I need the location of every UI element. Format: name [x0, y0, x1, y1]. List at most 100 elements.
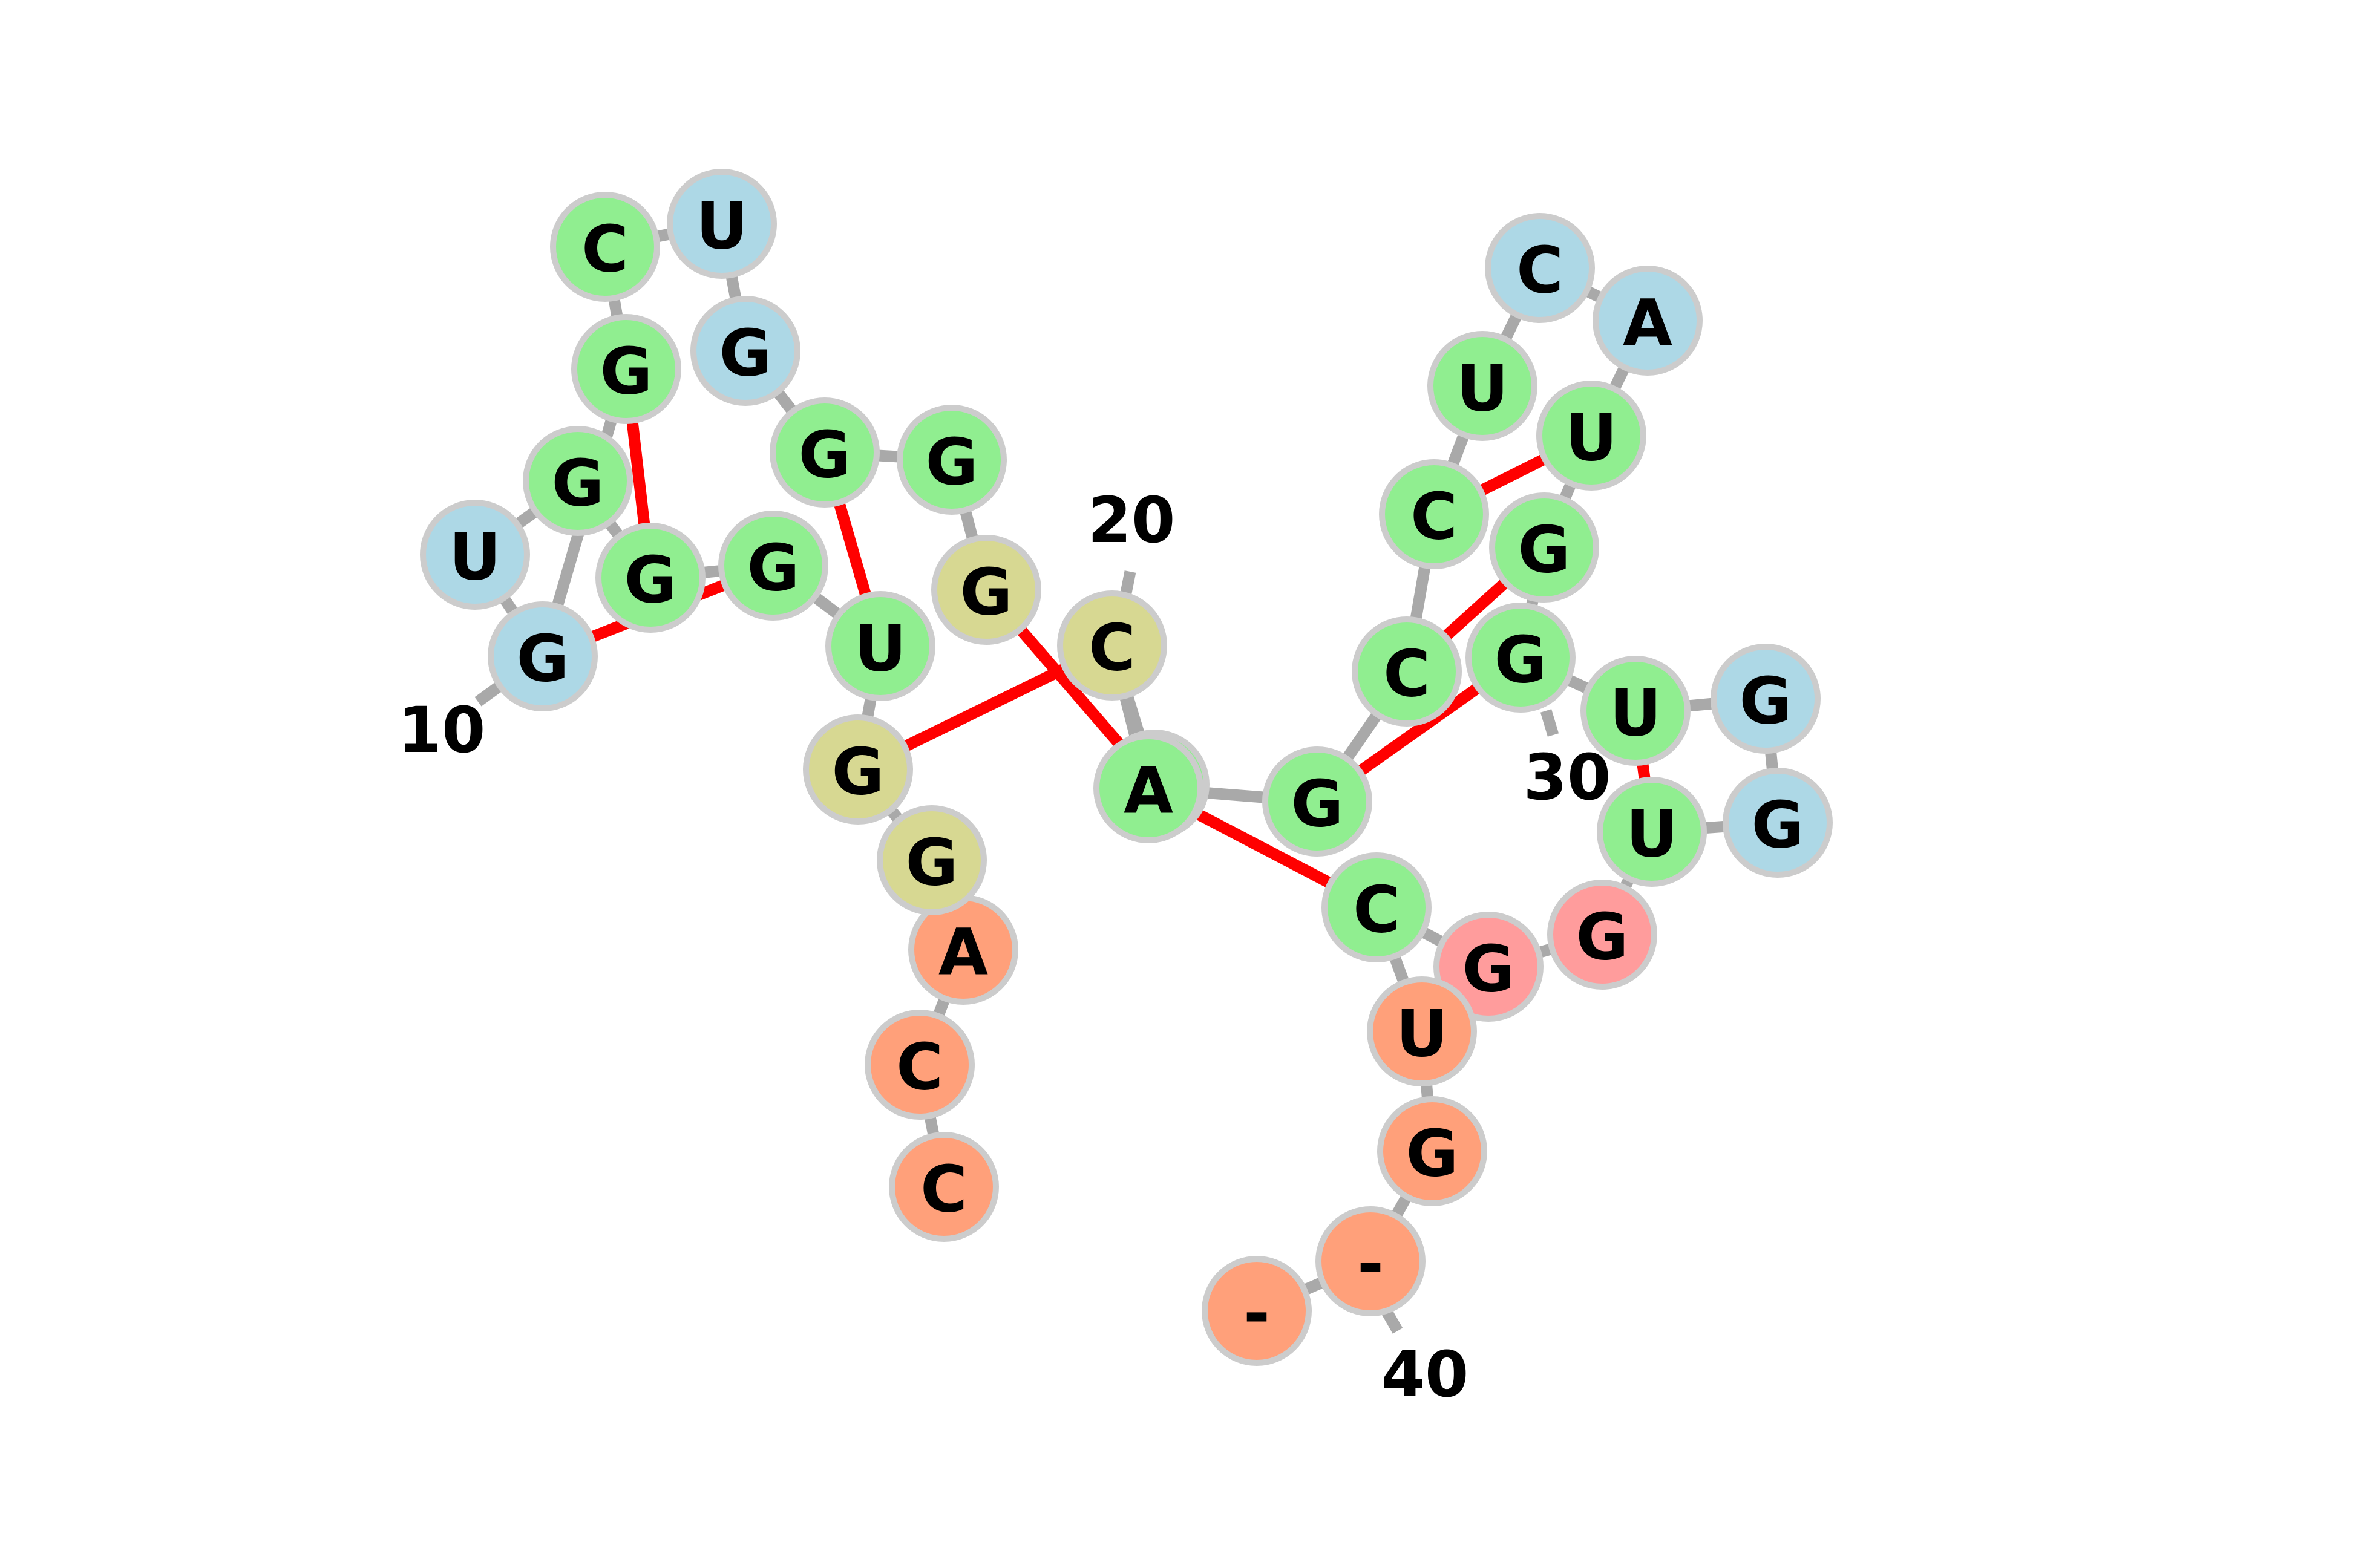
nucleotide-letter: G	[600, 335, 652, 409]
nucleotide-letter: U	[1396, 997, 1448, 1071]
nucleotide-letter: A	[1124, 754, 1173, 828]
nucleotide-letter: G	[925, 425, 978, 500]
base-pair-link	[1190, 806, 1335, 890]
nucleotide-circle	[1377, 1096, 1487, 1206]
nucleotide-39: G	[1377, 1096, 1487, 1206]
nucleotide-letter: G	[551, 446, 604, 521]
nucleotide-letter: G	[960, 555, 1012, 630]
nucleotide-circle	[571, 314, 681, 424]
nucleotide-nodes: CCAGGUGGGUGGCUGGGGACAGCCUCAUGGUGGUGGCUG-…	[420, 169, 1833, 1366]
nucleotide-36: G	[1433, 912, 1544, 1022]
base-pair-link	[626, 417, 650, 529]
nucleotide-letter: -	[1243, 1276, 1270, 1351]
nucleotide-4: G	[877, 805, 987, 915]
nucleotide-20: C	[1057, 590, 1167, 701]
nucleotide-7: G	[718, 511, 828, 621]
position-label: 30	[1524, 740, 1611, 814]
nucleotide-34: U	[1597, 777, 1707, 887]
nucleotide-circle	[1723, 768, 1833, 878]
nucleotide-letter: G	[1494, 623, 1547, 697]
nucleotide-22: G	[1262, 746, 1372, 857]
base-pair-link	[1439, 576, 1511, 643]
nucleotide-30: G	[1465, 603, 1576, 713]
nucleotide-letter: G	[1462, 932, 1514, 1007]
nucleotide-circle	[1367, 976, 1477, 1086]
nucleotide-letter: G	[719, 316, 771, 391]
nucleotide-letter: A	[938, 915, 988, 990]
nucleotide-16: G	[770, 397, 880, 508]
nucleotide-11: G	[488, 601, 598, 711]
nucleotide-circle	[1536, 381, 1646, 491]
nucleotide-letter: C	[896, 1030, 943, 1105]
nucleotide-circle	[865, 1010, 975, 1120]
nucleotide-letter: G	[516, 622, 569, 696]
nucleotide-1: C	[889, 1132, 999, 1242]
nucleotide-letter: G	[1739, 664, 1792, 739]
nucleotide-circle	[1711, 644, 1821, 754]
nucleotide-35: G	[1547, 880, 1657, 990]
nucleotide-33: G	[1723, 768, 1833, 878]
nucleotide-circle	[1315, 1206, 1426, 1316]
base-pair-link	[900, 662, 1070, 753]
nucleotide-9: G	[523, 426, 633, 536]
nucleotide-circle	[1593, 266, 1703, 376]
nucleotide-6: U	[825, 591, 935, 701]
nucleotide-15: G	[690, 296, 800, 406]
nucleotide-circle	[523, 426, 633, 536]
nucleotide-letter: G	[1576, 900, 1628, 975]
nucleotide-circle	[1321, 852, 1432, 962]
nucleotide-38: U	[1367, 976, 1477, 1086]
nucleotide-41: -	[1202, 1256, 1312, 1366]
base-pair-link	[1354, 681, 1484, 778]
nucleotide-circle	[803, 714, 913, 825]
nucleotide-circle	[1202, 1256, 1312, 1366]
nucleotide-circle	[1262, 746, 1372, 857]
nucleotide-letter: G	[624, 543, 676, 618]
nucleotide-12: G	[571, 314, 681, 424]
nucleotide-circle	[931, 535, 1041, 645]
nucleotide-circle	[877, 805, 987, 915]
nucleotide-24: C	[1379, 459, 1489, 569]
nucleotide-letter: C	[1516, 234, 1563, 308]
nucleotide-10: U	[420, 500, 530, 610]
nucleotide-letter: U	[854, 612, 906, 686]
nucleotide-circle	[1427, 331, 1537, 441]
nucleotide-letter: A	[1623, 286, 1672, 361]
nucleotide-5: G	[803, 714, 913, 825]
nucleotide-letter: G	[905, 826, 958, 900]
position-tick	[1119, 570, 1136, 597]
nucleotide-circle	[690, 296, 800, 406]
nucleotide-letter: C	[1353, 873, 1400, 947]
nucleotide-18: G	[931, 535, 1041, 645]
nucleotide-circle	[1433, 912, 1544, 1022]
nucleotide-circle	[1379, 459, 1489, 569]
position-label: 20	[1088, 483, 1176, 557]
nucleotide-40: -	[1315, 1206, 1426, 1316]
nucleotide-37: C	[1321, 852, 1432, 962]
nucleotide-circle	[1580, 656, 1691, 766]
nucleotide-letter: C	[1383, 637, 1430, 711]
nucleotide-letter: U	[449, 520, 501, 595]
nucleotide-circle	[889, 1132, 999, 1242]
nucleotide-circle	[1057, 590, 1167, 701]
nucleotide-circle	[1485, 213, 1595, 323]
base-pair-link	[1476, 452, 1550, 497]
nucleotide-circle	[550, 192, 660, 302]
nucleotide-2: C	[865, 1010, 975, 1120]
position-label: 10	[398, 693, 486, 767]
nucleotide-circle	[897, 405, 1007, 515]
nucleotide-circle	[1489, 492, 1599, 603]
nucleotide-23: C	[1352, 616, 1462, 727]
nucleotide-letter: G	[831, 735, 884, 809]
nucleotide-letter: C	[1089, 611, 1136, 685]
nucleotide-13: C	[550, 192, 660, 302]
nucleotide-21: A	[1093, 733, 1203, 843]
nucleotide-letter: U	[1565, 401, 1617, 475]
nucleotide-circle	[1352, 616, 1462, 727]
nucleotide-circle	[825, 591, 935, 701]
nucleotide-letter: G	[1517, 513, 1570, 587]
nucleotide-letter: G	[1751, 788, 1804, 863]
nucleotide-circle	[667, 169, 777, 279]
position-label: 40	[1381, 1338, 1469, 1411]
